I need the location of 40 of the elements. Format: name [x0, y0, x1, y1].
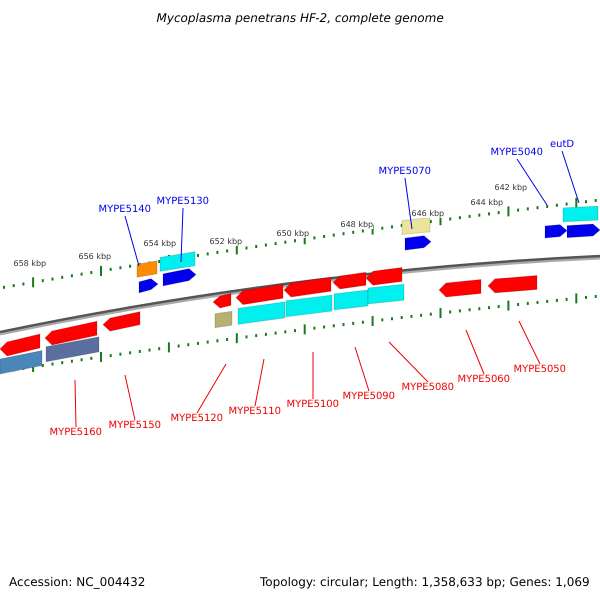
leader-line [254, 358, 264, 406]
gene-label: MYPE5040 [490, 148, 544, 158]
scale-label: 644 kbp [470, 199, 504, 207]
leader-line [196, 364, 226, 414]
gene-label: MYPE5150 [108, 421, 162, 431]
scale-label: 642 kbp [494, 184, 528, 192]
leader-line [124, 374, 136, 420]
scale-label: 654 kbp [144, 240, 176, 248]
gene-label: MYPE5140 [98, 205, 152, 215]
gene-label: MYPE5090 [342, 392, 396, 402]
gene-label: MYPE5160 [50, 428, 102, 438]
leader-line [354, 346, 370, 392]
leader-line [312, 352, 314, 400]
gene-label: MYPE5070 [378, 167, 432, 177]
gene-label: MYPE5120 [170, 414, 224, 424]
gene-label: MYPE5050 [514, 365, 566, 375]
leader-line [124, 216, 140, 266]
accession-note: Accession: NC_004432 [9, 576, 146, 588]
scale-label: 650 kbp [276, 230, 310, 238]
leader-line [518, 320, 540, 364]
scale-label: 656 kbp [78, 253, 112, 261]
gene-label: eutD [550, 140, 574, 150]
scale-label: 648 kbp [340, 221, 374, 229]
gene-label: MYPE5100 [286, 400, 340, 410]
scale-label: 658 kbp [14, 260, 46, 268]
scale-label: 646 kbp [412, 210, 444, 218]
leader-line [74, 380, 76, 428]
leader-line [404, 178, 412, 230]
scale-label: 652 kbp [210, 238, 242, 246]
gene-label: MYPE5060 [458, 375, 510, 385]
leader-line [466, 330, 484, 374]
gene-label: MYPE5080 [402, 383, 454, 393]
leader-line [180, 208, 184, 262]
diagram-title: Mycoplasma penetrans HF-2, complete genome [156, 12, 444, 24]
gene-label: MYPE5110 [228, 407, 282, 417]
leader-line [562, 150, 580, 204]
leader-line [388, 342, 428, 382]
gene-label: MYPE5130 [156, 197, 210, 207]
leader-line [516, 158, 548, 206]
genome-summary-note: Topology: circular; Length: 1,358,633 bp; Genes: 1,069 [260, 576, 590, 588]
